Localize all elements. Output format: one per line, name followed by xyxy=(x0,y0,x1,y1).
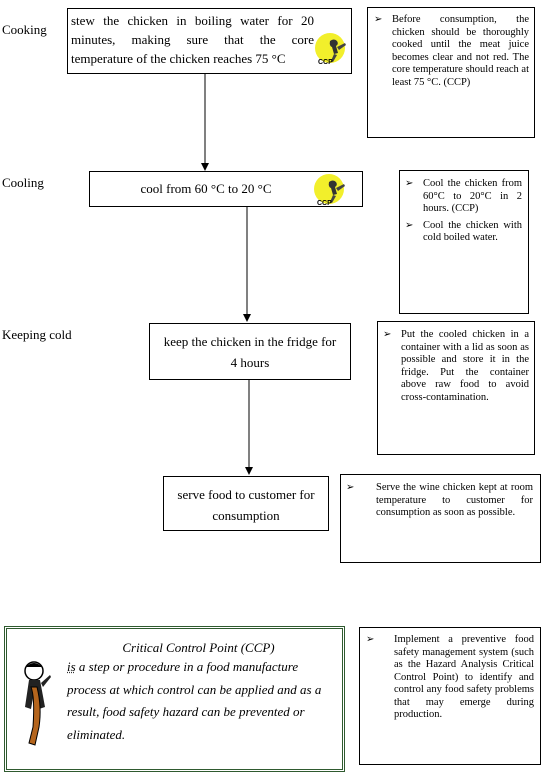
ccp-definition-box: Critical Control Point (CCP) is a step o… xyxy=(4,626,345,772)
note-keeping-cold: Put the cooled chicken in a container wi… xyxy=(377,321,535,455)
note-cooling: Cool the chicken from 60°C to 20°C in 2 … xyxy=(399,170,529,314)
step-cooking: stew the chicken in boiling water for 20… xyxy=(67,8,352,74)
ccp-badge-cooling: CCP xyxy=(314,174,348,208)
definition-first-word: is xyxy=(67,659,76,674)
definition-body: is a step or procedure in a food manufac… xyxy=(67,656,330,746)
note-cooling-item: Cool the chicken with cold boiled water. xyxy=(403,220,522,245)
definition-text: a step or procedure in a food manufactur… xyxy=(67,659,322,742)
chef-icon xyxy=(329,39,346,62)
note-haccp: Implement a preventive food safety manag… xyxy=(359,627,541,765)
note-haccp-item: Implement a preventive food safety manag… xyxy=(364,634,534,722)
definition-title: Critical Control Point (CCP) xyxy=(122,640,275,655)
chef-icon xyxy=(328,180,345,203)
note-serve: Serve the wine chicken kept at room temp… xyxy=(340,474,541,563)
step-cooling: cool from 60 °C to 20 °C CCP xyxy=(89,171,363,207)
stage-label-cooling: Cooling xyxy=(2,175,44,190)
ccp-badge-cooking: CCP xyxy=(315,33,349,67)
note-serve-item: Serve the wine chicken kept at room temp… xyxy=(344,482,533,520)
note-cooking: Before consumption, the chicken should b… xyxy=(367,7,535,138)
step-cooling-text: cool from 60 °C to 20 °C xyxy=(140,181,272,196)
chef-illustration-icon xyxy=(24,661,51,746)
step-serve-text: serve food to customer for consumption xyxy=(177,487,315,523)
ccp-badge-text: CCP xyxy=(318,59,333,66)
note-cooking-item: Before consumption, the chicken should b… xyxy=(372,14,529,89)
ccp-badge-text: CCP xyxy=(317,200,332,207)
note-keeping-cold-item: Put the cooled chicken in a container wi… xyxy=(381,329,529,404)
step-serve: serve food to customer for consumption xyxy=(163,476,329,531)
step-cooking-text: stew the chicken in boiling water for 20… xyxy=(71,13,314,66)
step-keeping-cold-text: keep the chicken in the fridge for 4 hou… xyxy=(163,334,337,370)
note-cooling-item: Cool the chicken from 60°C to 20°C in 2 … xyxy=(403,178,522,216)
stage-label-keeping-cold: Keeping cold xyxy=(2,327,72,342)
stage-label-cooking: Cooking xyxy=(2,22,47,37)
step-keeping-cold: keep the chicken in the fridge for 4 hou… xyxy=(149,323,351,380)
